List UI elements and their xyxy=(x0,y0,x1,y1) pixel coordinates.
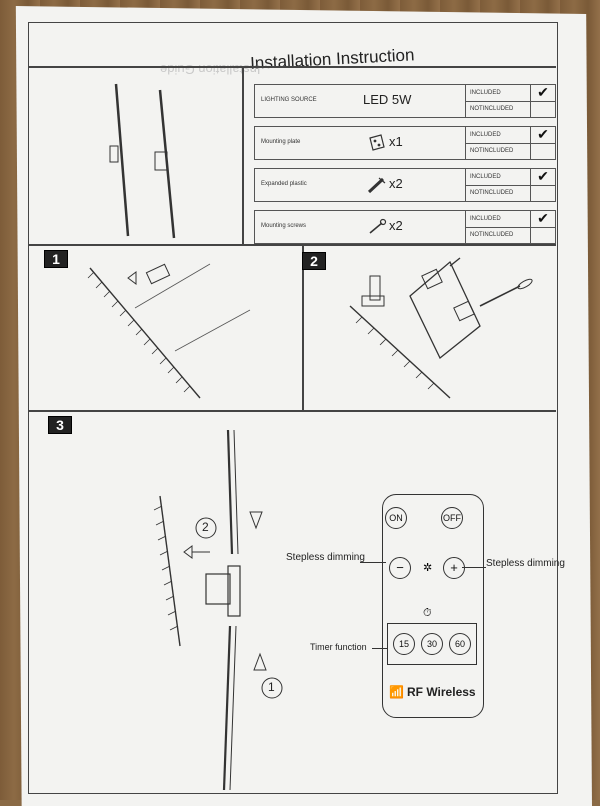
part-label: LIGHTING SOURCE xyxy=(261,97,317,103)
timer-group xyxy=(387,623,477,665)
step3-circle-label-1: 1 xyxy=(268,680,275,694)
step1-drilling-diagram xyxy=(87,263,251,399)
stepless-right-leader xyxy=(462,567,486,568)
check-icon: ✔ xyxy=(530,211,555,228)
not-included-label: NOTINCLUDED xyxy=(465,227,530,243)
included-label: INCLUDED xyxy=(465,169,530,186)
stepless-dimming-right-label: Stepless dimming xyxy=(486,558,565,569)
lamp-illustration xyxy=(109,83,176,239)
part-label: Mounting plate xyxy=(261,139,301,145)
not-included-label: NOTINCLUDED xyxy=(465,143,530,159)
remote-brand: RF Wireless xyxy=(407,685,476,699)
check-icon: ✔ xyxy=(530,127,555,144)
step3-assembly-diagram xyxy=(153,429,283,791)
instruction-sheet: Installation Guide Installation Instruct… xyxy=(15,6,592,806)
part-label: Mounting screws xyxy=(261,223,307,229)
stepless-dimming-left-label: Stepless dimming xyxy=(286,552,365,563)
wifi-icon: 📶 xyxy=(389,685,404,699)
steps-divider xyxy=(302,244,304,412)
top-section-divider xyxy=(242,66,244,246)
screw-icon xyxy=(369,218,387,234)
part-item: x1 xyxy=(389,134,403,149)
steps-bottom xyxy=(28,410,556,412)
step-number-1: 1 xyxy=(44,250,68,268)
dim-down-button[interactable]: − xyxy=(389,557,411,579)
step-number-2: 2 xyxy=(302,252,326,270)
empty-check-box xyxy=(530,143,555,159)
sheet-frame xyxy=(28,22,558,794)
mounting-plate-icon xyxy=(369,134,385,151)
check-icon: ✔ xyxy=(530,85,555,102)
top-section-bottom xyxy=(28,244,556,246)
included-label: INCLUDED xyxy=(465,211,530,228)
empty-check-box xyxy=(530,101,555,117)
part-label: Expanded plastic xyxy=(261,181,307,187)
stepless-left-leader xyxy=(360,562,386,563)
on-button[interactable]: ON xyxy=(385,507,407,529)
included-label: INCLUDED xyxy=(465,127,530,144)
timer-function-label: Timer function xyxy=(310,642,367,652)
part-item: x2 xyxy=(389,218,403,233)
step3-circle-label-2: 2 xyxy=(202,520,209,534)
title-underline xyxy=(28,66,556,68)
part-row-lighting-source: LIGHTING SOURCE LED 5W INCLUDED NOTINCLU… xyxy=(254,84,556,118)
empty-check-box xyxy=(530,227,555,243)
part-item: x2 xyxy=(389,176,403,191)
timer-15-button[interactable]: 15 xyxy=(393,633,415,655)
step2-mounting-diagram xyxy=(349,257,533,399)
wall-anchor-icon xyxy=(367,177,386,194)
part-row-mounting-screws: Mounting screws x2 INCLUDED NOTINCLUDED … xyxy=(254,210,556,244)
not-included-label: NOTINCLUDED xyxy=(465,185,530,201)
remote-control: ON OFF − ✲ + ⏱ 15 30 60 📶 RF Wireless xyxy=(382,494,484,718)
part-item: LED 5W xyxy=(363,92,412,107)
brightness-icon: ✲ xyxy=(423,562,433,574)
timer-leader xyxy=(372,648,388,649)
clock-icon: ⏱ xyxy=(423,607,432,619)
step-number-3: 3 xyxy=(48,416,72,434)
not-included-label: NOTINCLUDED xyxy=(465,101,530,117)
part-row-mounting-plate: Mounting plate x1 INCLUDED NOTINCLUDED ✔ xyxy=(254,126,556,160)
dim-up-button[interactable]: + xyxy=(443,557,465,579)
included-label: INCLUDED xyxy=(465,85,530,102)
timer-30-button[interactable]: 30 xyxy=(421,633,443,655)
check-icon: ✔ xyxy=(530,169,555,186)
timer-60-button[interactable]: 60 xyxy=(449,633,471,655)
off-button[interactable]: OFF xyxy=(441,507,463,529)
empty-check-box xyxy=(530,185,555,201)
part-row-expanded-plastic: Expanded plastic x2 INCLUDED NOTINCLUDED… xyxy=(254,168,556,202)
